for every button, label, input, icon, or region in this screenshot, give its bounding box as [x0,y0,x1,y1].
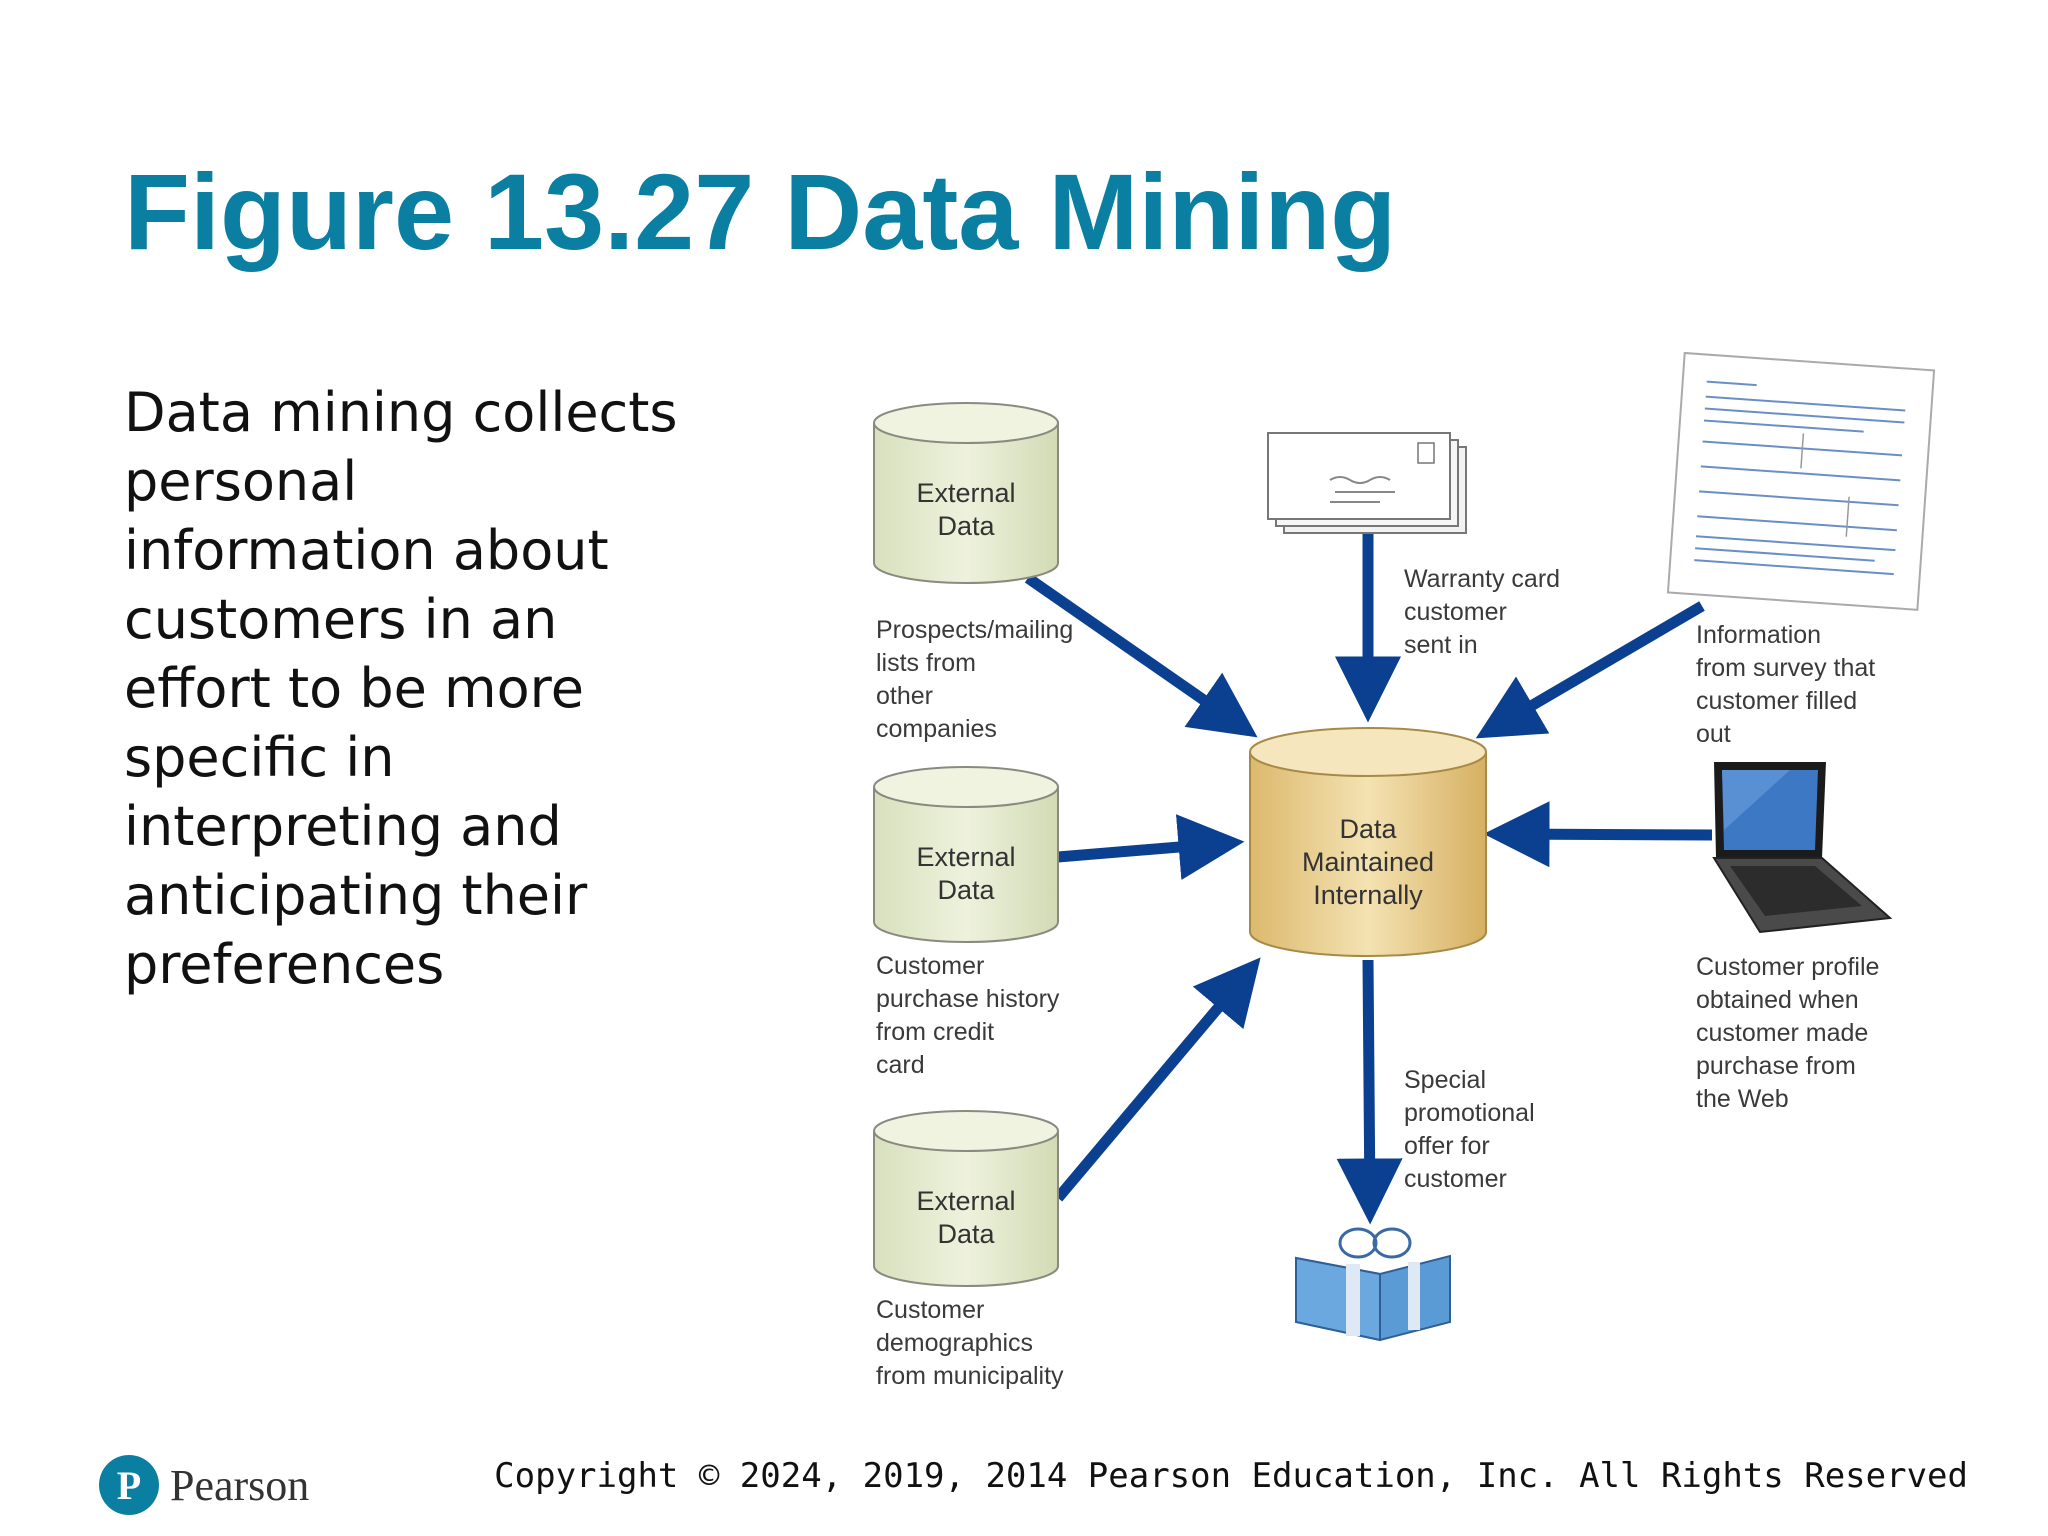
svg-text:Customer profile: Customer profile [1696,953,1879,981]
svg-text:from municipality: from municipality [876,1362,1064,1390]
arrow-external1-to-central [1024,573,1258,738]
svg-text:sent in: sent in [1404,631,1478,659]
envelope-icon [1267,432,1467,534]
svg-text:Customer: Customer [876,1296,984,1324]
external-data-store-1: External Data [873,402,1059,584]
svg-text:P: P [117,1463,141,1508]
svg-text:offer for: offer for [1404,1132,1490,1160]
pearson-wordmark: Pearson [170,1460,310,1510]
body-text: Data mining collects personal informatio… [124,381,678,996]
label-survey: Information from survey that customer fi… [1696,621,1875,748]
laptop-icon [1712,762,1893,934]
external-data-store-3: External Data [873,1110,1059,1287]
central-data-label: Data [1339,814,1397,844]
svg-text:customer: customer [1404,598,1507,626]
svg-text:Information: Information [1696,621,1821,649]
svg-text:obtained when: obtained when [1696,986,1859,1014]
central-data-label: Internally [1313,880,1423,910]
gift-icon [1295,1227,1451,1342]
central-data-store: Data Maintained Internally [1249,727,1487,957]
external-data-label: External [916,478,1015,508]
label-mailing-lists: Prospects/mailing lists from other compa… [876,616,1073,743]
arrow-laptop-to-central [1483,801,1713,868]
svg-text:purchase history: purchase history [876,985,1060,1013]
external-data-label: Data [937,1219,995,1249]
svg-text:demographics: demographics [876,1329,1033,1357]
svg-text:Warranty card: Warranty card [1404,565,1560,593]
svg-text:purchase from: purchase from [1696,1052,1856,1080]
arrow-external2-to-central [1057,814,1245,880]
external-data-label: External [916,1186,1015,1216]
label-purchase-history: Customer purchase history from credit ca… [876,952,1060,1079]
label-demographics: Customer demographics from municipality [876,1296,1064,1390]
svg-text:companies: companies [876,715,997,743]
svg-text:customer: customer [1404,1165,1507,1193]
external-data-label: Data [937,875,995,905]
label-web-profile: Customer profile obtained when customer … [1696,953,1879,1113]
central-data-label: Maintained [1302,847,1434,877]
svg-text:promotional: promotional [1404,1099,1535,1127]
svg-text:card: card [876,1051,925,1079]
external-data-label: Data [937,511,995,541]
flow-arrows [1024,532,1713,1225]
external-data-store-2: External Data [873,766,1059,943]
svg-text:from survey that: from survey that [1696,654,1875,682]
svg-text:Customer: Customer [876,952,984,980]
arrow-external3-to-central [1053,957,1261,1202]
copyright-notice: Copyright © 2024, 2019, 2014 Pearson Edu… [494,1456,1968,1496]
pearson-brand: P Pearson [98,1452,309,1518]
pearson-logo-icon: P [99,1455,159,1515]
svg-text:Special: Special [1404,1066,1486,1094]
arrow-survey-to-central [1475,601,1705,739]
svg-text:other: other [876,682,933,710]
svg-text:the Web: the Web [1696,1085,1789,1113]
label-promotional-offer: Special promotional offer for customer [1404,1066,1535,1193]
survey-form-icon [1666,351,1936,611]
svg-text:lists from: lists from [876,649,976,677]
svg-text:out: out [1696,720,1731,748]
label-warranty-card: Warranty card customer sent in [1404,565,1560,659]
slide-title: Figure 13.27 Data Mining [124,151,1397,272]
svg-text:customer made: customer made [1696,1019,1868,1047]
external-data-label: External [916,842,1015,872]
arrow-central-to-gift [1336,959,1403,1225]
svg-text:Prospects/mailing: Prospects/mailing [876,616,1073,644]
svg-text:from credit: from credit [876,1018,994,1046]
svg-text:customer filled: customer filled [1696,687,1857,715]
